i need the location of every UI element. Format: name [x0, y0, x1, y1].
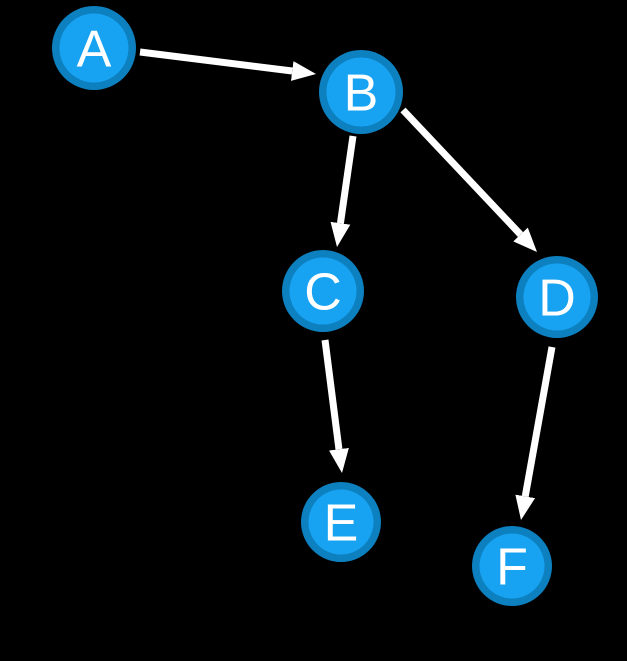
- node-F[interactable]: F: [472, 526, 552, 606]
- node-body: [479, 533, 545, 599]
- edge-B-D-arrow: [400, 107, 538, 252]
- node-E[interactable]: E: [301, 482, 381, 562]
- node-body: [308, 489, 374, 555]
- node-B[interactable]: B: [319, 50, 403, 134]
- edges-layer: [139, 48, 556, 521]
- node-body: [523, 263, 591, 331]
- edge-C-E-arrow: [321, 339, 349, 474]
- node-body: [289, 257, 357, 325]
- edge-B-C-arrow: [330, 135, 357, 248]
- node-body: [59, 13, 129, 83]
- edge-D-F-arrow: [515, 346, 556, 521]
- node-D[interactable]: D: [516, 256, 598, 338]
- edge-A-B-arrow: [139, 48, 317, 81]
- node-A[interactable]: A: [52, 6, 136, 90]
- nodes-layer: A B C D E F: [52, 6, 598, 606]
- node-body: [326, 57, 396, 127]
- node-C[interactable]: C: [282, 250, 364, 332]
